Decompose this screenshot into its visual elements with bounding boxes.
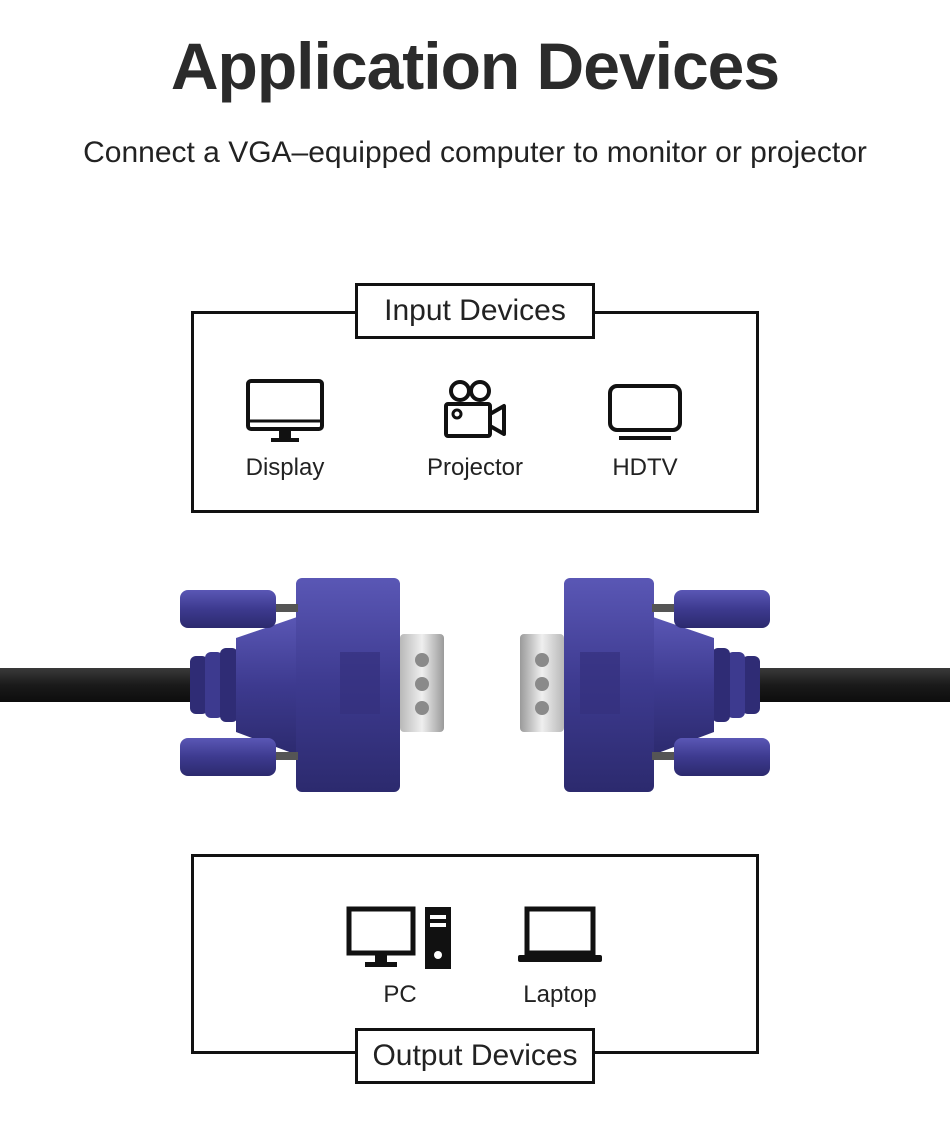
tv-icon xyxy=(608,384,682,440)
input-devices-label: Input Devices xyxy=(355,283,595,339)
left-vga-connector xyxy=(0,578,444,792)
device-pc: PC xyxy=(335,905,465,1009)
output-devices-box xyxy=(191,854,759,1054)
device-laptop: Laptop xyxy=(505,905,615,1009)
page-subtitle: Connect a VGA–equipped computer to monit… xyxy=(83,136,867,169)
device-label-projector: Projector xyxy=(426,454,524,481)
page-title: Application Devices xyxy=(170,29,780,103)
vga-cable-illustration xyxy=(0,578,950,792)
output-devices-label: Output Devices xyxy=(355,1028,595,1084)
left-thumbscrew-top xyxy=(180,590,276,628)
device-display: Display xyxy=(230,378,340,482)
monitor-icon xyxy=(246,379,324,442)
right-vga-connector xyxy=(520,578,950,792)
laptop-icon xyxy=(518,906,602,962)
left-thumbscrew-bottom xyxy=(180,738,276,776)
device-label-pc: PC xyxy=(383,981,417,1008)
right-cable xyxy=(750,668,950,702)
right-thumbscrew-bottom xyxy=(674,738,770,776)
right-thumbscrew-top xyxy=(674,590,770,628)
left-cable xyxy=(0,668,200,702)
device-hdtv: HDTV xyxy=(590,378,700,482)
desktop-pc-icon xyxy=(346,906,451,969)
device-label-display: Display xyxy=(245,454,325,481)
projector-icon xyxy=(444,380,506,438)
device-label-laptop: Laptop xyxy=(523,981,597,1008)
device-projector: Projector xyxy=(405,378,545,482)
device-label-hdtv: HDTV xyxy=(612,454,678,481)
